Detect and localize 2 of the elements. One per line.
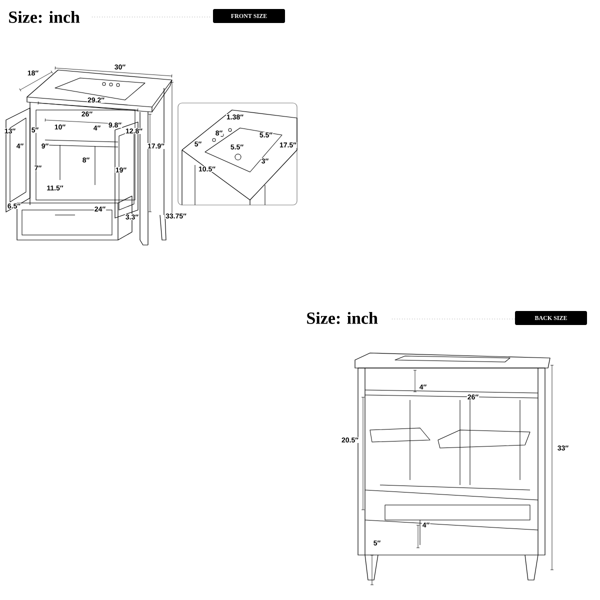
heading: Size: inch <box>9 10 80 24</box>
heading: Size: inch <box>307 312 378 324</box>
